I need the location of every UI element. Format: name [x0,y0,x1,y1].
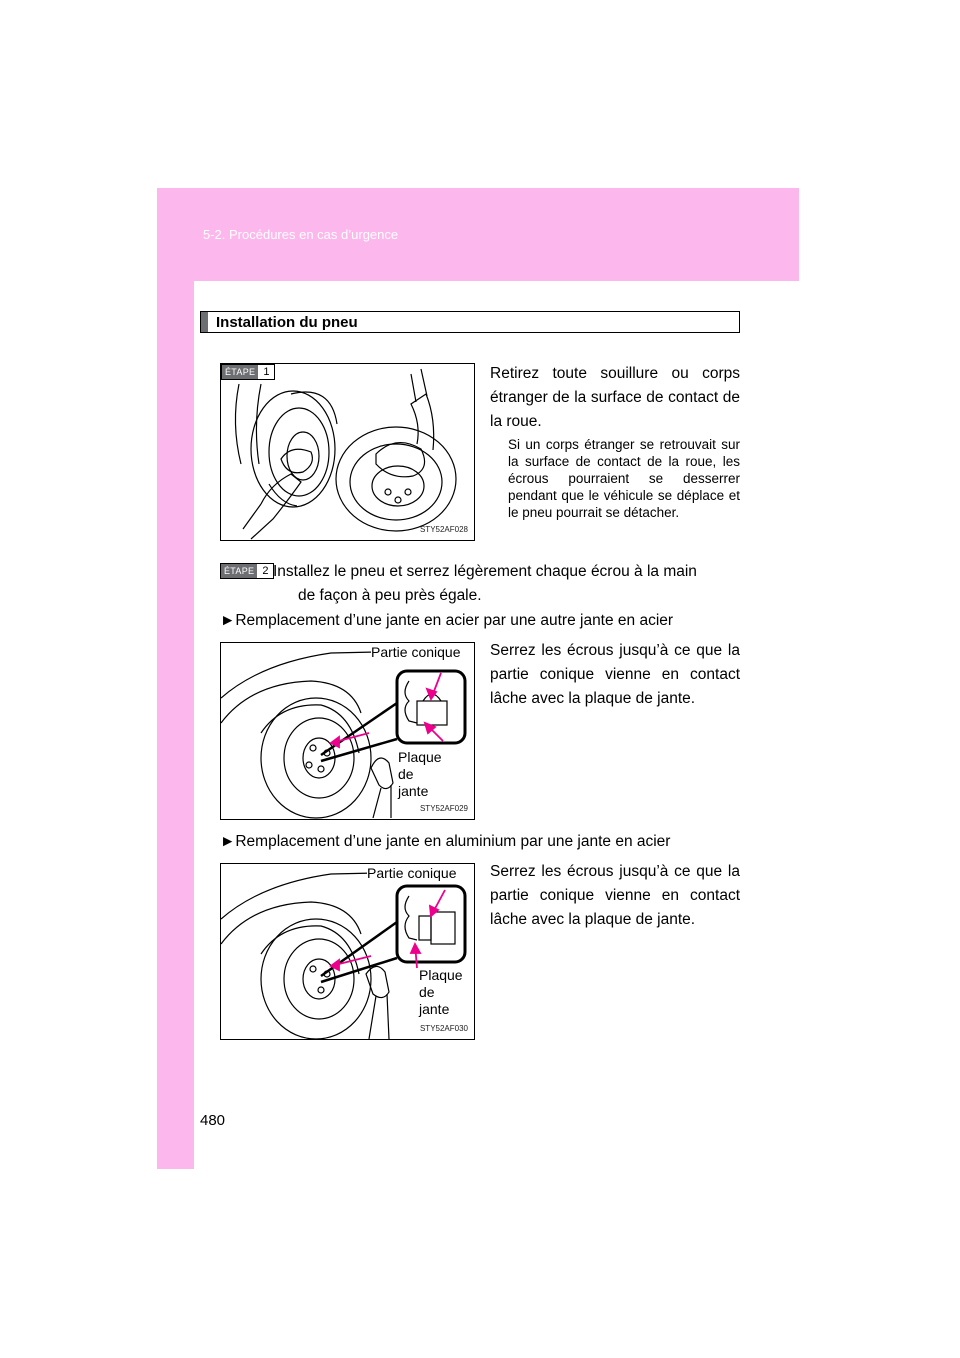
section-title: Installation du pneu [216,314,358,331]
figure-code: STY52AF030 [419,1024,468,1033]
label-cone: Partie conique [367,865,457,882]
case-steel-heading-text: Remplacement d’une jante en acier par un… [235,612,674,629]
step-number: 1 [258,365,275,379]
step2-line2: de façon à peu près égale. [298,587,482,604]
arrow-right-icon: ► [220,833,236,850]
section-header: 5-2. Procédures en cas d’urgence [203,227,399,242]
header-band [157,188,799,281]
figure-code: STY52AF029 [419,804,468,813]
step-label: ÉTAPE [221,564,258,578]
case-steel-heading: ►Remplacement d’une jante en acier par u… [220,609,740,633]
step2-line1: Installez le pneu et serrez légèrement c… [273,563,697,580]
case-alu-heading: ►Remplacement d’une jante en aluminium p… [220,830,740,854]
step1-badge: ÉTAPE 1 [221,364,276,380]
figure-code: STY52AF028 [419,525,468,534]
arrow-right-icon: ► [220,612,236,629]
label-plate-2: de [419,984,435,1000]
page-number: 480 [200,1112,226,1129]
figure-alu: Partie conique Plaque de jante STY52AF03… [220,863,475,1040]
steel-wheel-illustration [221,650,467,819]
figure-step1: ÉTAPE 1 STY52AF028 [220,363,475,541]
section-title-tab [201,312,208,332]
label-plate-1: Plaque [398,749,442,765]
wheel-cleaning-illustration [234,368,457,540]
case-alu-heading-text: Remplacement d’une jante en aluminium pa… [235,833,671,850]
label-plate-1: Plaque [419,967,463,983]
step-label: ÉTAPE [222,365,259,379]
section-title-bar: Installation du pneu [200,311,740,333]
figure-steel: Partie conique Plaque de jante STY52AF02… [220,642,475,820]
label-plate-3: jante [419,1001,450,1017]
case-steel-text: Serrez les écrous jusqu’à ce que la part… [490,642,740,707]
step1-note: Si un corps étranger se retrouvait sur l… [508,437,740,520]
side-strip [157,281,194,1169]
label-plate-3: jante [398,783,429,799]
alu-wheel-illustration [221,871,467,1039]
label-cone: Partie conique [371,644,461,661]
step1-text: Retirez toute souillure ou corps étrange… [490,365,740,430]
case-alu-text: Serrez les écrous jusqu’à ce que la part… [490,863,740,928]
step2-badge: ÉTAPE 2 [220,563,275,579]
step-number: 2 [257,564,274,578]
label-plate-2: de [398,766,414,782]
